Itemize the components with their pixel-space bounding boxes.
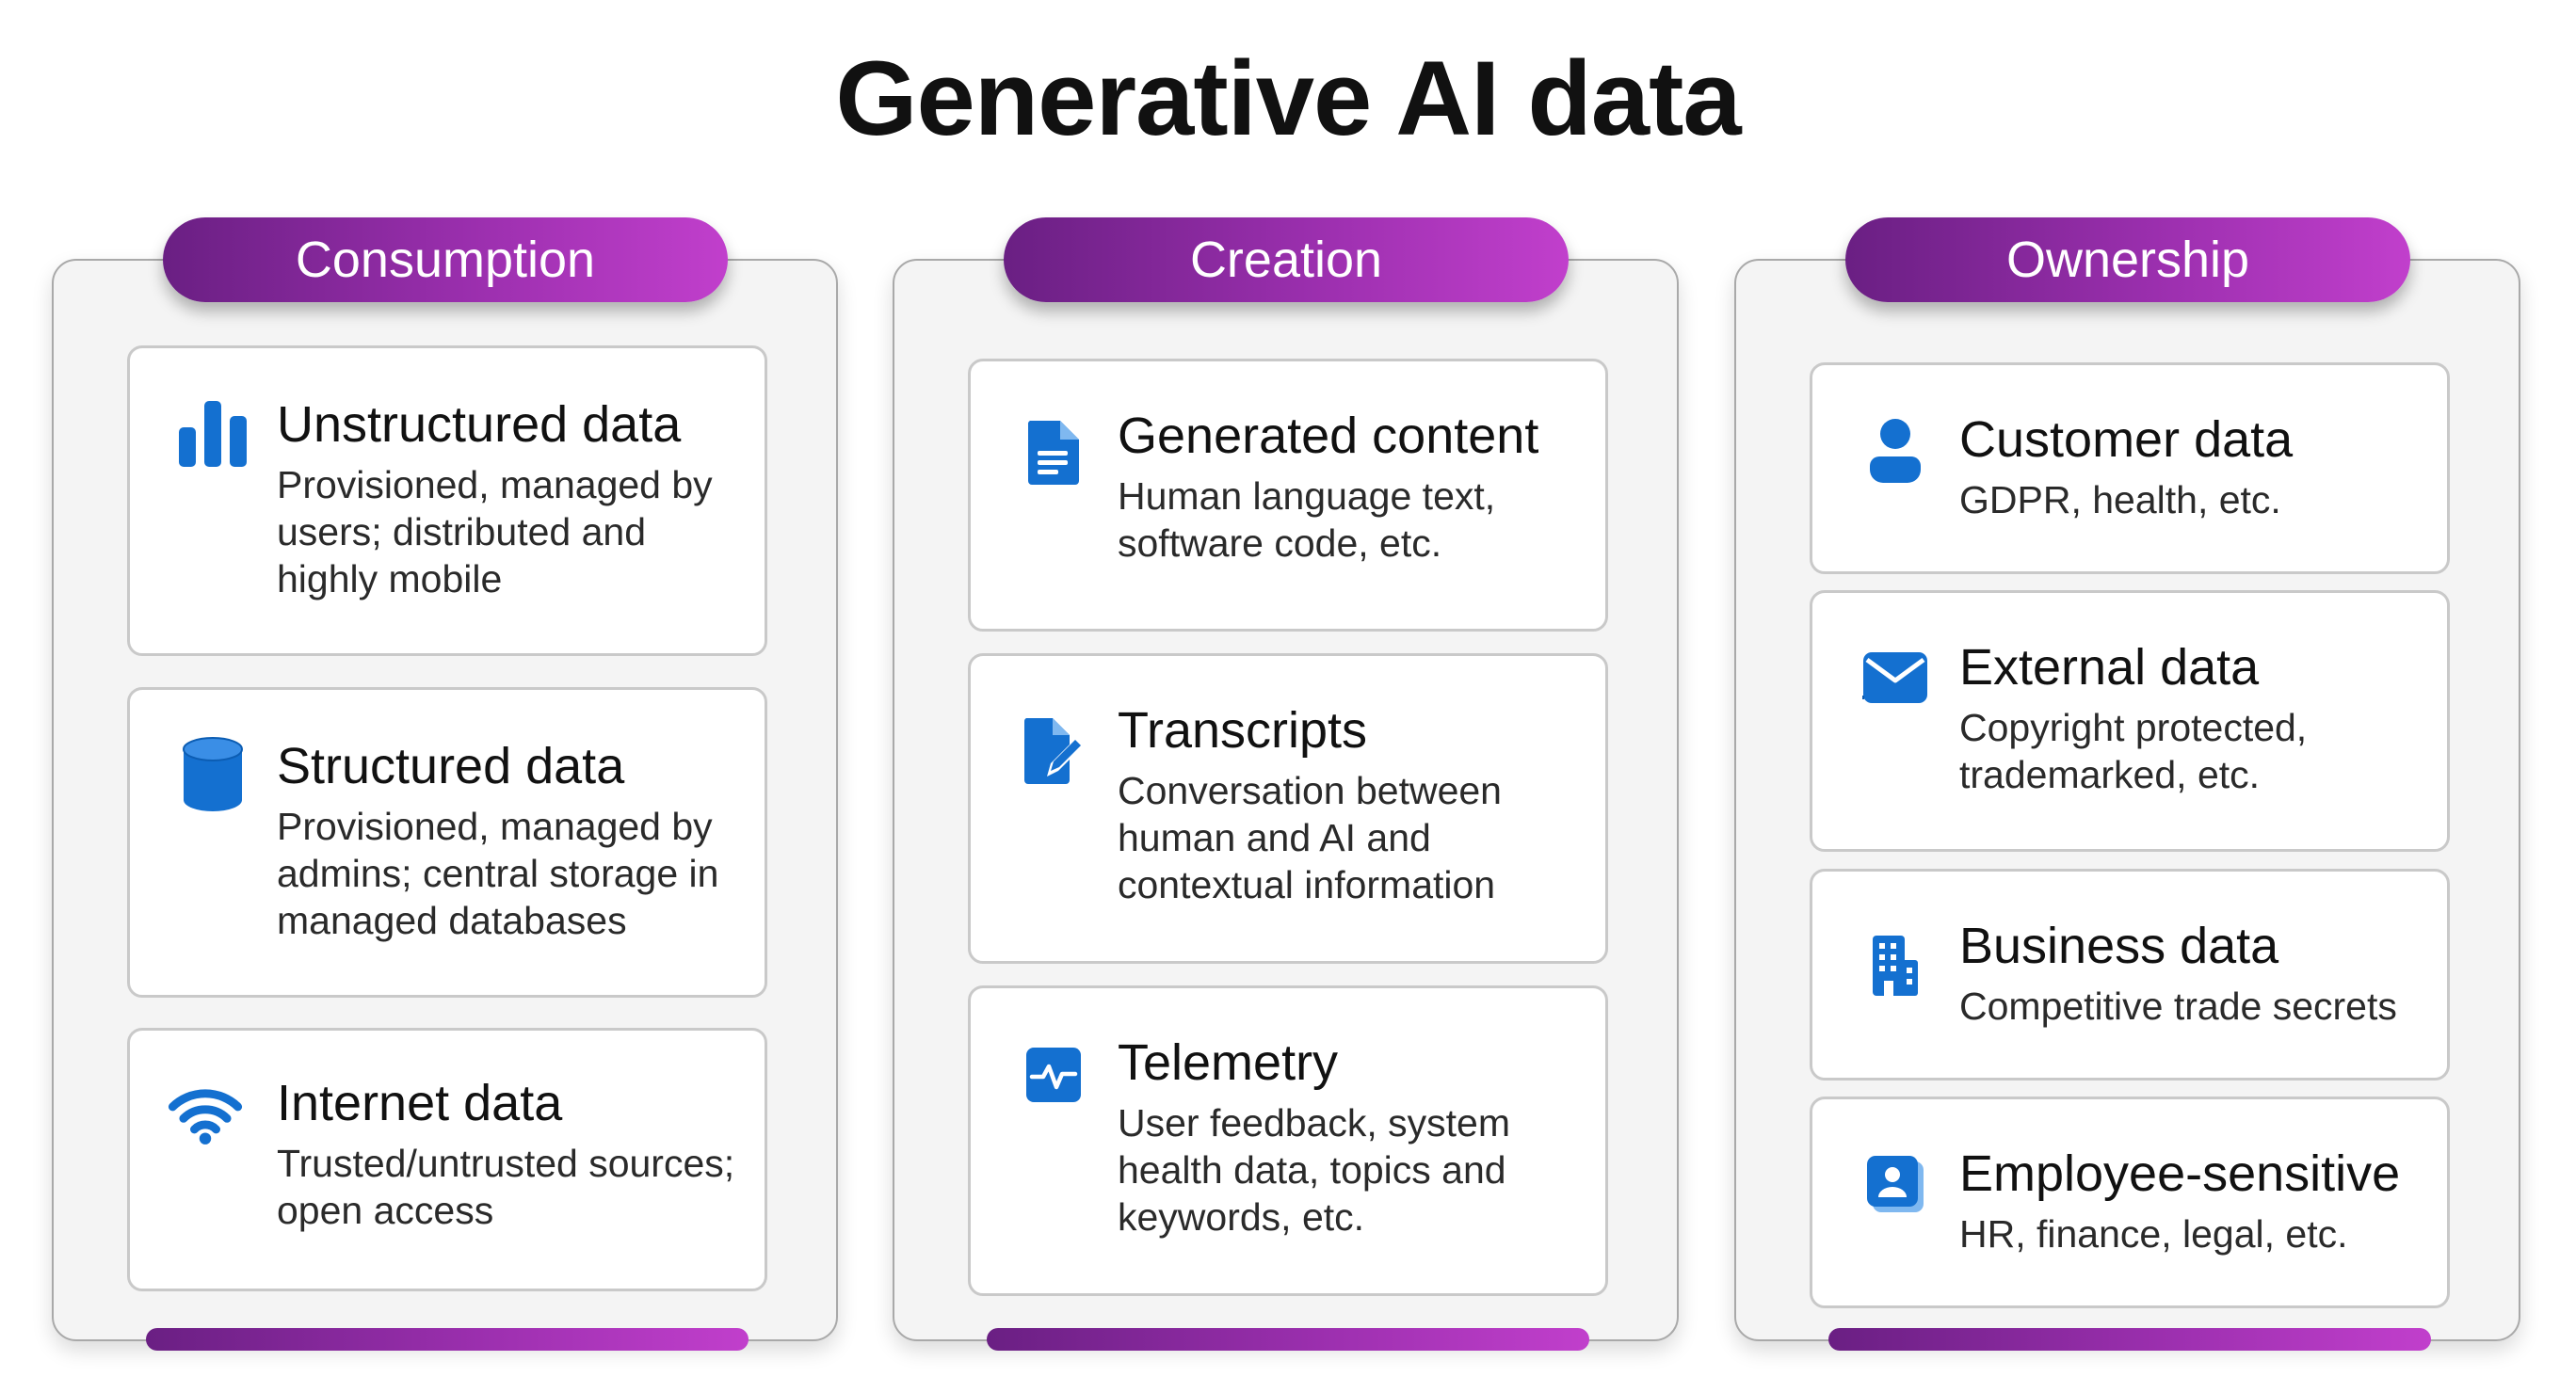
card-description: Conversation between human and AI and co… (1118, 769, 1502, 906)
card-heading: Internet data (277, 1075, 563, 1131)
column-consumption: Consumption Unstructured data Provisione… (52, 217, 838, 1351)
card-heading: Employee-sensitive (1959, 1145, 2401, 1202)
card-heading: Transcripts (1118, 702, 1368, 759)
card-description: Competitive trade secrets (1959, 985, 2397, 1028)
mail-icon (1858, 640, 1933, 715)
card-transcripts: Transcripts Conversation between human a… (968, 653, 1608, 964)
person-icon (1858, 412, 1933, 488)
card-structured-data: Structured data Provisioned, managed by … (127, 687, 767, 998)
column-footer-bar (1828, 1328, 2431, 1351)
card-heading: Generated content (1118, 408, 1539, 464)
card-business-data: Business data Competitive trade secrets (1810, 869, 2450, 1081)
card-description: User feedback, system health data, topic… (1118, 1101, 1510, 1239)
card-external-data: External data Copyright protected, trade… (1810, 590, 2450, 852)
card-description: Provisioned, managed by users; distribut… (277, 463, 713, 600)
card-heading: External data (1959, 639, 2260, 696)
column-header-ownership: Ownership (1845, 217, 2410, 302)
card-internet-data: Internet data Trusted/untrusted sources;… (127, 1028, 767, 1291)
card-description: GDPR, health, etc. (1959, 478, 2281, 521)
document-edit-icon (1016, 713, 1091, 788)
wifi-icon (168, 1076, 243, 1151)
bar-chart-icon (175, 395, 250, 471)
column-footer-bar (146, 1328, 749, 1351)
card-description: Provisioned, managed by admins; central … (277, 805, 719, 942)
column-footer-bar (987, 1328, 1589, 1351)
card-generated-content: Generated content Human language text, s… (968, 359, 1608, 632)
card-heading: Business data (1959, 918, 2279, 974)
column-header-consumption: Consumption (163, 217, 728, 302)
card-heading: Customer data (1959, 411, 2294, 468)
card-customer-data: Customer data GDPR, health, etc. (1810, 362, 2450, 574)
card-telemetry: Telemetry User feedback, system health d… (968, 985, 1608, 1296)
card-unstructured-data: Unstructured data Provisioned, managed b… (127, 345, 767, 656)
building-icon (1858, 928, 1933, 1003)
card-heading: Unstructured data (277, 396, 682, 453)
card-employee-sensitive: Employee-sensitive HR, finance, legal, e… (1810, 1097, 2450, 1308)
card-description: Trusted/untrusted sources; open access (277, 1142, 735, 1232)
contact-card-icon (1858, 1146, 1933, 1222)
pulse-icon (1016, 1037, 1091, 1113)
database-icon (175, 737, 250, 812)
card-description: HR, finance, legal, etc. (1959, 1212, 2348, 1256)
column-creation: Creation Generated content Human languag… (893, 217, 1679, 1351)
card-description: Copyright protected, trademarked, etc. (1959, 706, 2308, 796)
card-heading: Telemetry (1118, 1034, 1339, 1091)
column-header-creation: Creation (1004, 217, 1569, 302)
page-title: Generative AI data (835, 40, 1741, 157)
card-description: Human language text, software code, etc. (1118, 474, 1496, 565)
document-icon (1016, 414, 1091, 489)
column-ownership: Ownership Customer data GDPR, health, et… (1734, 217, 2520, 1351)
card-heading: Structured data (277, 738, 625, 794)
